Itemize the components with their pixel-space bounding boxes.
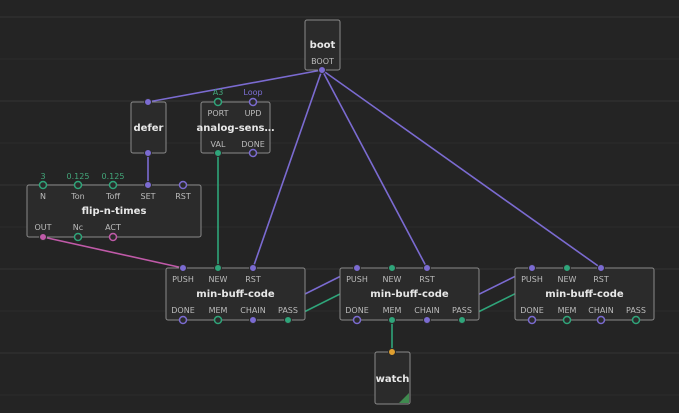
- input-pin-rst[interactable]: [597, 264, 605, 272]
- node-title: min-buff-code: [196, 289, 275, 300]
- input-pin-rst[interactable]: [249, 264, 257, 272]
- pin-label: MEM: [209, 306, 228, 315]
- pin-label: PASS: [452, 306, 472, 315]
- output-pin-out[interactable]: [39, 233, 47, 241]
- input-pin-push[interactable]: [353, 264, 361, 272]
- pin-label: VAL: [211, 140, 226, 149]
- node-title: watch: [376, 374, 410, 385]
- output-pin-done[interactable]: [527, 315, 537, 325]
- pin-value-n: 3: [40, 172, 45, 181]
- pin-label: NEW: [383, 275, 402, 284]
- node-flip-n-times[interactable]: 3 0.125 0.125 N Ton Toff SET RST flip-n-…: [26, 172, 202, 242]
- pin-value-port: A3: [213, 88, 224, 97]
- output-pin-done[interactable]: [178, 315, 188, 325]
- node-title: flip-n-times: [82, 206, 147, 217]
- pin-label: RST: [175, 192, 191, 201]
- node-min-buff-code-2[interactable]: PUSH NEW RST min-buff-code DONE MEM CHAI…: [339, 264, 480, 325]
- input-pin-ton[interactable]: [73, 180, 83, 190]
- node-title: min-buff-code: [370, 289, 449, 300]
- node-title: min-buff-code: [545, 289, 624, 300]
- node-boot[interactable]: boot BOOT: [304, 19, 341, 74]
- link-boot-min-buff-3-rst: [321, 69, 602, 269]
- output-pin-act[interactable]: [108, 232, 118, 242]
- input-pin-defer[interactable]: [144, 98, 152, 106]
- node-title: defer: [133, 123, 163, 134]
- pin-label: Ton: [70, 192, 85, 201]
- pin-label: Toff: [105, 192, 120, 201]
- watch-indicator-icon: [399, 393, 409, 403]
- pin-value-upd: Loop: [243, 88, 262, 97]
- pin-label: N: [40, 192, 46, 201]
- input-pin-upd[interactable]: [248, 97, 258, 107]
- node-title: analog-sens…: [196, 123, 274, 134]
- link-boot-min-buff-2-rst: [321, 69, 428, 269]
- pin-label: PORT: [208, 109, 229, 118]
- pin-label: PUSH: [346, 275, 368, 284]
- pin-label: PUSH: [172, 275, 194, 284]
- output-pin-val[interactable]: [214, 149, 222, 157]
- output-pin-chain[interactable]: [423, 316, 431, 324]
- pin-label: BOOT: [311, 57, 334, 66]
- pin-label: NEW: [558, 275, 577, 284]
- output-pin-pass[interactable]: [284, 316, 292, 324]
- output-pin-mem[interactable]: [388, 316, 396, 324]
- pin-label: MEM: [558, 306, 577, 315]
- pin-label: NEW: [209, 275, 228, 284]
- pin-value-ton: 0.125: [67, 172, 90, 181]
- node-min-buff-code-1[interactable]: PUSH NEW RST min-buff-code DONE MEM CHAI…: [165, 264, 306, 325]
- pin-label: RST: [593, 275, 609, 284]
- input-pin-new[interactable]: [214, 264, 222, 272]
- output-pin-mem[interactable]: [562, 315, 572, 325]
- link-flip-out-min-buff-1-push: [42, 236, 184, 269]
- output-pin-boot[interactable]: [318, 66, 326, 74]
- output-pin-done[interactable]: [248, 148, 258, 158]
- node-title: boot: [310, 40, 336, 51]
- pin-label: UPD: [245, 109, 262, 118]
- input-pin-push[interactable]: [179, 264, 187, 272]
- pin-label: ACT: [105, 223, 121, 232]
- input-pin-rst[interactable]: [423, 264, 431, 272]
- input-pin-watch[interactable]: [388, 348, 396, 356]
- node-min-buff-code-3[interactable]: PUSH NEW RST min-buff-code DONE MEM CHAI…: [514, 264, 655, 325]
- output-pin-pass[interactable]: [631, 315, 641, 325]
- pin-label: OUT: [34, 223, 51, 232]
- pin-label: RST: [419, 275, 435, 284]
- input-pin-rst[interactable]: [178, 180, 188, 190]
- pin-label: CHAIN: [240, 306, 265, 315]
- node-defer[interactable]: defer: [130, 98, 167, 157]
- input-pin-push[interactable]: [528, 264, 536, 272]
- output-pin-nc[interactable]: [73, 232, 83, 242]
- input-pin-n[interactable]: [38, 180, 48, 190]
- node-watch[interactable]: watch: [374, 348, 411, 405]
- pin-label: CHAIN: [414, 306, 439, 315]
- output-pin-defer[interactable]: [144, 149, 152, 157]
- link-boot-min-buff-1-rst: [252, 69, 323, 269]
- input-pin-toff[interactable]: [108, 180, 118, 190]
- pin-label: RST: [245, 275, 261, 284]
- output-pin-chain[interactable]: [249, 316, 257, 324]
- link-boot-defer: [147, 69, 323, 103]
- input-pin-port[interactable]: [213, 97, 223, 107]
- output-pin-mem[interactable]: [213, 315, 223, 325]
- pin-label: PASS: [278, 306, 298, 315]
- input-pin-new[interactable]: [563, 264, 571, 272]
- pin-label: PUSH: [521, 275, 543, 284]
- node-analog-sensor[interactable]: A3 Loop PORT UPD analog-sens… VAL DONE: [196, 88, 275, 158]
- pin-value-toff: 0.125: [102, 172, 125, 181]
- pin-label: DONE: [171, 306, 195, 315]
- output-pin-done[interactable]: [352, 315, 362, 325]
- pin-label: DONE: [241, 140, 265, 149]
- pin-label: CHAIN: [588, 306, 613, 315]
- pin-label: MEM: [383, 306, 402, 315]
- pin-label: SET: [140, 192, 155, 201]
- pin-label: DONE: [345, 306, 369, 315]
- output-pin-pass[interactable]: [458, 316, 466, 324]
- input-pin-set[interactable]: [144, 181, 152, 189]
- output-pin-chain[interactable]: [596, 315, 606, 325]
- pin-label: PASS: [626, 306, 646, 315]
- pin-label: Nc: [73, 223, 83, 232]
- input-pin-new[interactable]: [388, 264, 396, 272]
- pin-label: DONE: [520, 306, 544, 315]
